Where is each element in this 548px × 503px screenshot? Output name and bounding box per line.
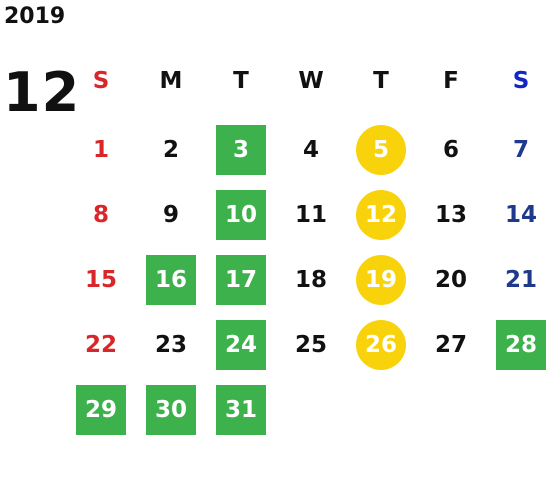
day-cell-15[interactable]: 15 [84, 267, 117, 293]
day-cell-9[interactable]: 9 [162, 202, 179, 228]
day-cell-11[interactable]: 11 [294, 202, 327, 228]
day-cell-18[interactable]: 18 [294, 267, 327, 293]
day-cell-8[interactable]: 8 [92, 202, 109, 228]
day-cell-27[interactable]: 27 [434, 332, 467, 358]
weekday-header-sat: S [512, 68, 530, 94]
weekday-header-sun: S [92, 68, 110, 94]
day-cell-30[interactable]: 30 [146, 385, 196, 435]
weekday-header-wed: W [298, 68, 324, 94]
year-label: 2019 [4, 4, 66, 29]
day-cell-12[interactable]: 12 [356, 190, 406, 240]
day-cell-26[interactable]: 26 [356, 320, 406, 370]
day-cell-13[interactable]: 13 [434, 202, 467, 228]
day-cell-10[interactable]: 10 [216, 190, 266, 240]
day-cell-17[interactable]: 17 [216, 255, 266, 305]
day-cell-5[interactable]: 5 [356, 125, 406, 175]
day-cell-28[interactable]: 28 [496, 320, 546, 370]
day-cell-25[interactable]: 25 [294, 332, 327, 358]
day-cell-1[interactable]: 1 [92, 137, 109, 163]
day-cell-3[interactable]: 3 [216, 125, 266, 175]
weekday-header-mon: M [159, 68, 183, 94]
weekday-header-tue: T [233, 68, 249, 94]
day-cell-4[interactable]: 4 [302, 137, 319, 163]
month-number: 12 [3, 61, 81, 124]
day-cell-22[interactable]: 22 [84, 332, 117, 358]
day-cell-2[interactable]: 2 [162, 137, 179, 163]
day-cell-7[interactable]: 7 [512, 137, 529, 163]
day-cell-29[interactable]: 29 [76, 385, 126, 435]
day-cell-23[interactable]: 23 [154, 332, 187, 358]
day-cell-31[interactable]: 31 [216, 385, 266, 435]
day-cell-14[interactable]: 14 [504, 202, 537, 228]
weekday-header-fri: F [443, 68, 459, 94]
day-cell-6[interactable]: 6 [442, 137, 459, 163]
weekday-header-thu: T [373, 68, 389, 94]
day-cell-20[interactable]: 20 [434, 267, 467, 293]
day-cell-16[interactable]: 16 [146, 255, 196, 305]
day-cell-24[interactable]: 24 [216, 320, 266, 370]
day-cell-19[interactable]: 19 [356, 255, 406, 305]
day-cell-21[interactable]: 21 [504, 267, 537, 293]
